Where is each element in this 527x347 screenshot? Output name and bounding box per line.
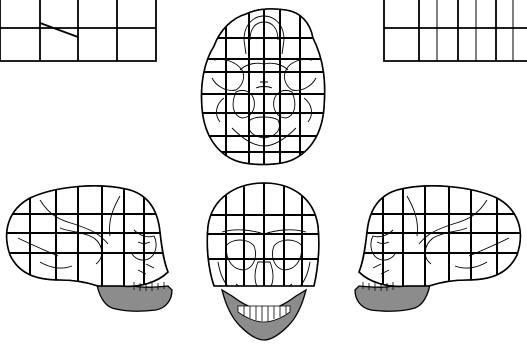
- skull-superior-view: [195, 0, 330, 170]
- skull-left-lateral-view: [0, 180, 175, 311]
- grid-top-left-diagonal: [40, 23, 78, 37]
- grid-top-right-frame: [384, 0, 527, 61]
- grid-top-left: [0, 0, 156, 61]
- skull-frontal-view: [200, 180, 330, 340]
- grid-top-right: [384, 0, 527, 61]
- skull-right-lateral-view: [352, 180, 527, 311]
- grid-top-right-subdivisions: [437, 0, 513, 61]
